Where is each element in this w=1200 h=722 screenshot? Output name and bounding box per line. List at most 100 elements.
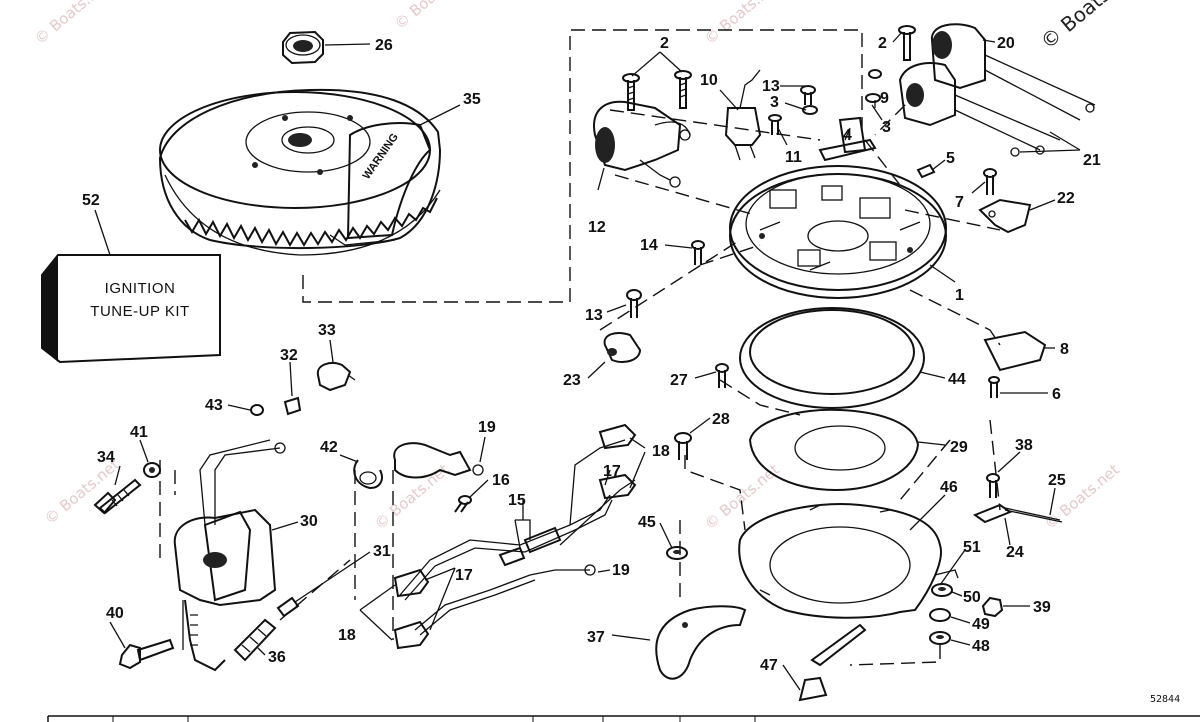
connector-33 (316, 362, 356, 392)
kit-label-line1: IGNITION (105, 280, 176, 297)
callout-35: 35 (463, 91, 481, 108)
retainer-plate (738, 503, 942, 619)
callout-40: 40 (106, 605, 124, 622)
retainer-ring (739, 307, 925, 409)
callout-18: 18 (652, 443, 670, 460)
callout-15: 15 (508, 492, 526, 509)
clamp-screw (603, 240, 705, 363)
callout-19: 19 (478, 419, 496, 436)
callout-33: 33 (318, 322, 336, 339)
bolt-40 (118, 638, 175, 670)
callout-4: 4 (843, 127, 852, 144)
throttle-link (798, 623, 867, 702)
watermark: © Boats.net (701, 0, 783, 48)
callout-17b: 17 (455, 567, 473, 584)
callout-43: 43 (205, 397, 223, 414)
callout-34: 34 (97, 449, 115, 466)
sensor-coil (593, 100, 691, 188)
callout-36: 36 (268, 649, 286, 666)
small-hardware (916, 163, 1032, 234)
callout-3b: 3 (882, 119, 891, 136)
callout-29: 29 (950, 439, 968, 456)
flywheel-nut (282, 30, 324, 65)
callout-13b: 13 (585, 307, 603, 324)
callout-50: 50 (963, 589, 981, 606)
callout-25: 25 (1048, 472, 1066, 489)
callout-45: 45 (638, 514, 656, 531)
watermark: © Boats.net (391, 0, 473, 33)
callout-37: 37 (587, 629, 605, 646)
leader-lines (94, 31, 1081, 691)
armature-plate (729, 165, 947, 299)
flywheel: WARNING (158, 88, 442, 256)
watermark: © Boats.net (31, 0, 113, 48)
callout-48: 48 (972, 638, 990, 655)
callout-24: 24 (1006, 544, 1024, 561)
timer-base (724, 69, 762, 161)
ignition-coil (898, 23, 1096, 157)
bracket (768, 69, 882, 162)
watermark-corner: © Boats (1036, 0, 1115, 54)
callout-26: 26 (375, 37, 393, 54)
callout-44: 44 (948, 371, 966, 388)
callout-7: 7 (955, 194, 964, 211)
assembly-guide-lines (159, 29, 1001, 666)
callout-1: 1 (955, 287, 964, 304)
watermark: © Boats.net (371, 460, 453, 533)
callout-47: 47 (760, 657, 778, 674)
callout-5: 5 (946, 150, 955, 167)
callout-23: 23 (563, 372, 581, 389)
callout-14: 14 (640, 237, 658, 254)
callout-numbers: 26 35 52 2 10 13 3 9 20 2 21 4 11 3 12 5… (82, 35, 1101, 674)
sleeve-36 (233, 618, 277, 662)
bolt-34 (93, 462, 161, 515)
spark-plug-boot (393, 442, 484, 513)
callout-2b: 2 (878, 35, 887, 52)
callout-28: 28 (712, 411, 730, 428)
callout-31: 31 (373, 543, 391, 560)
callout-12: 12 (588, 219, 606, 236)
callout-51: 51 (963, 539, 981, 556)
callout-21: 21 (1083, 152, 1101, 169)
parts-table-header (47, 715, 1200, 722)
watermark: © Boats.net (41, 455, 123, 528)
kit-label-line2: TUNE-UP KIT (90, 303, 189, 320)
callout-11: 11 (785, 149, 802, 166)
throttle-arm (655, 605, 747, 680)
callout-38: 38 (1015, 437, 1033, 454)
callout-10: 10 (700, 72, 718, 89)
callout-2: 2 (660, 35, 669, 52)
washers (666, 546, 1004, 645)
callout-49: 49 (972, 616, 990, 633)
callout-3: 3 (770, 94, 779, 111)
callout-27: 27 (670, 372, 688, 389)
callout-32: 32 (280, 347, 298, 364)
callout-46: 46 (940, 479, 958, 496)
terminal-32 (250, 396, 302, 416)
callout-8: 8 (1060, 341, 1069, 358)
callout-13: 13 (762, 78, 780, 95)
callout-19b: 19 (612, 562, 630, 579)
callout-18b: 18 (338, 627, 356, 644)
ignition-tune-up-kit: IGNITION TUNE-UP KIT (41, 254, 221, 364)
callout-9: 9 (880, 90, 889, 107)
callout-30: 30 (300, 513, 318, 530)
callout-39: 39 (1033, 599, 1051, 616)
wiring-harness (393, 423, 637, 650)
drawing-number: 52844 (1150, 694, 1180, 705)
callout-17: 17 (603, 463, 621, 480)
link-hardware (972, 473, 1063, 524)
screw (622, 25, 916, 111)
mounting-bracket (674, 330, 1047, 460)
support-plate (748, 408, 920, 492)
callout-20: 20 (997, 35, 1015, 52)
callout-22: 22 (1057, 190, 1075, 207)
callout-6: 6 (1052, 386, 1061, 403)
callout-42: 42 (320, 439, 338, 456)
clip-42 (353, 459, 383, 490)
callout-16: 16 (492, 472, 510, 489)
watermark: © Boats.net (701, 460, 783, 533)
svg-text:WARNING: WARNING (361, 131, 401, 181)
callout-41: 41 (130, 424, 148, 441)
